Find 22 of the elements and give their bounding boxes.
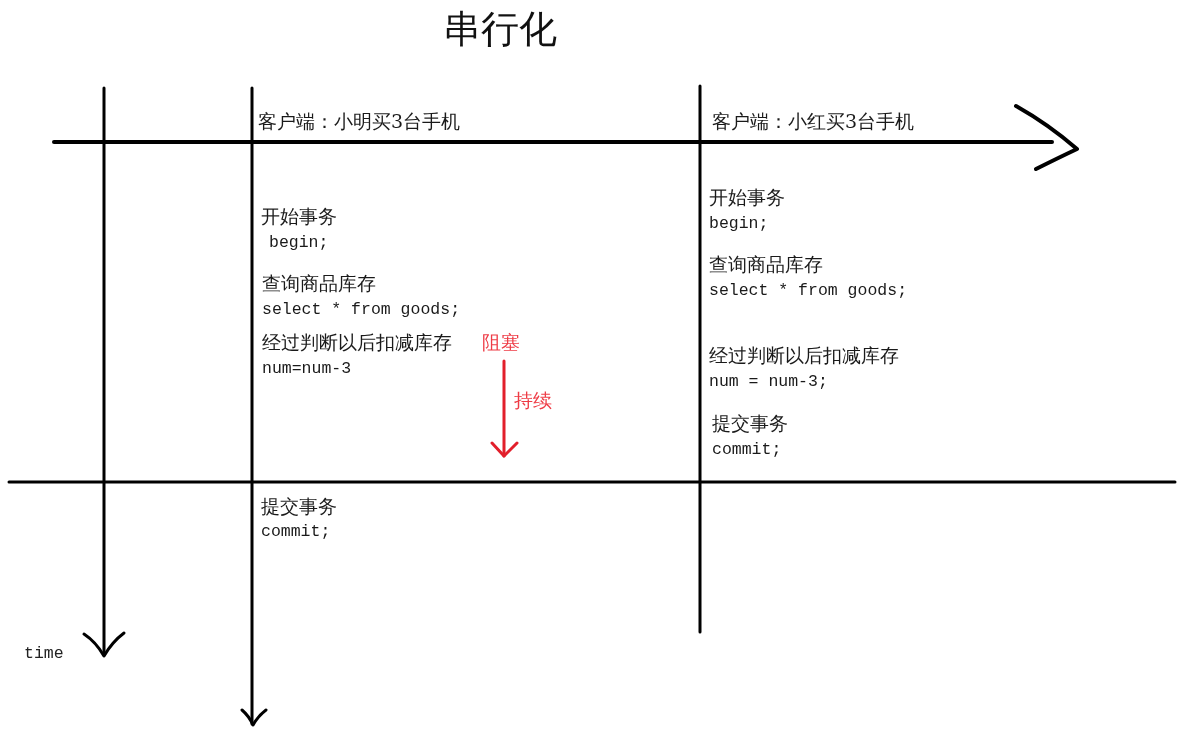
sql-code: num = num-3;	[709, 373, 828, 392]
step-label: 提交事务	[261, 496, 337, 518]
sql-code: select * from goods;	[262, 301, 461, 320]
step-label: 经过判断以后扣减库存	[709, 345, 899, 367]
step-label: 提交事务	[712, 413, 788, 435]
sql-code: commit;	[712, 441, 782, 460]
sql-code: commit;	[261, 523, 331, 542]
sql-code: begin;	[269, 234, 329, 253]
column-header: 客户端：小红买3台手机	[712, 111, 915, 133]
sql-code: num=num-3	[262, 360, 352, 379]
sql-code: begin;	[709, 215, 769, 234]
step-label: 查询商品库存	[262, 273, 376, 295]
step-label: 查询商品库存	[709, 254, 823, 276]
status-label: 阻塞	[482, 332, 520, 354]
sql-code: select * from goods;	[709, 282, 908, 301]
axis-label: time	[24, 645, 64, 664]
diagram-title: 串行化	[443, 8, 557, 52]
column-header: 客户端：小明买3台手机	[258, 111, 461, 133]
step-label: 经过判断以后扣减库存	[262, 332, 452, 354]
step-label: 开始事务	[261, 206, 337, 228]
step-label: 开始事务	[709, 187, 785, 209]
status-label: 持续	[514, 390, 552, 412]
